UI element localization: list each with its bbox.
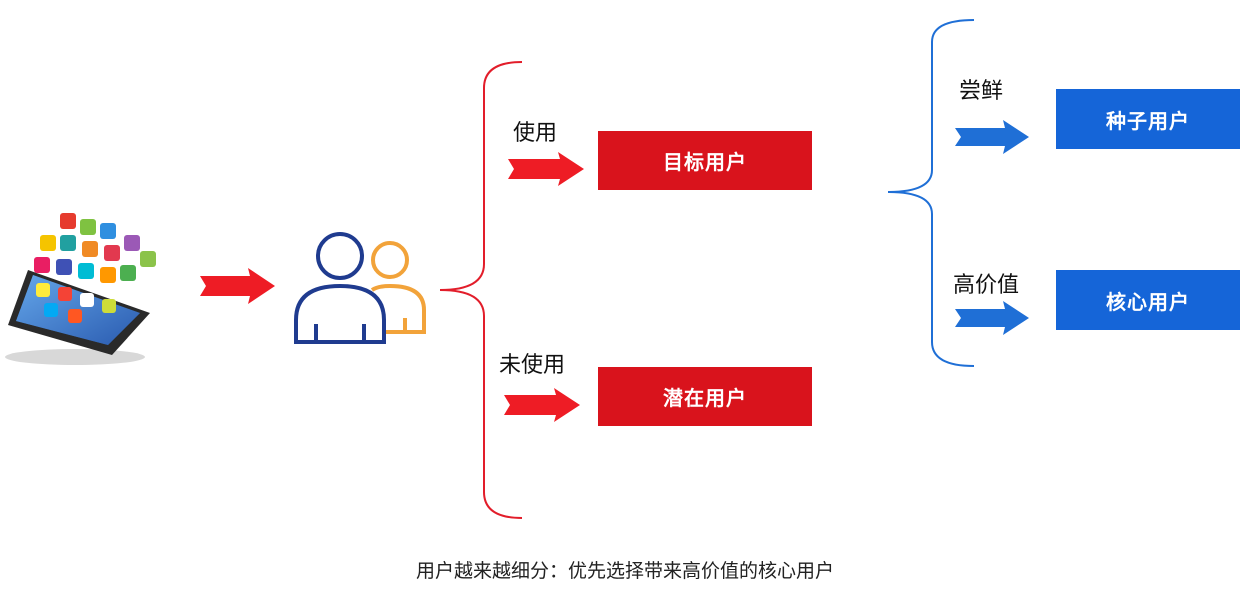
arrow-right-icon [200, 268, 275, 304]
smartphone-apps-icon [5, 213, 156, 365]
label-unused: 未使用 [499, 353, 566, 378]
caption: 用户越来越细分：优先选择带来高价值的核心用户 [415, 560, 834, 582]
arrow-right-icon [504, 388, 580, 422]
arrow-right-icon [955, 120, 1029, 154]
arrow-right-icon [508, 152, 584, 186]
box-seed-users: 种子用户 [1056, 89, 1240, 149]
box-core-users: 核心用户 [1056, 270, 1240, 330]
box-target-users: 目标用户 [598, 131, 812, 190]
label-used: 使用 [513, 121, 558, 146]
label-high-value: 高价值 [953, 273, 1020, 298]
label-try: 尝鲜 [959, 79, 1004, 104]
box-potential-users: 潜在用户 [598, 367, 812, 426]
brace-red [439, 61, 523, 519]
arrow-right-icon [955, 301, 1029, 335]
brace-blue [887, 19, 975, 367]
users-icon [294, 232, 426, 344]
